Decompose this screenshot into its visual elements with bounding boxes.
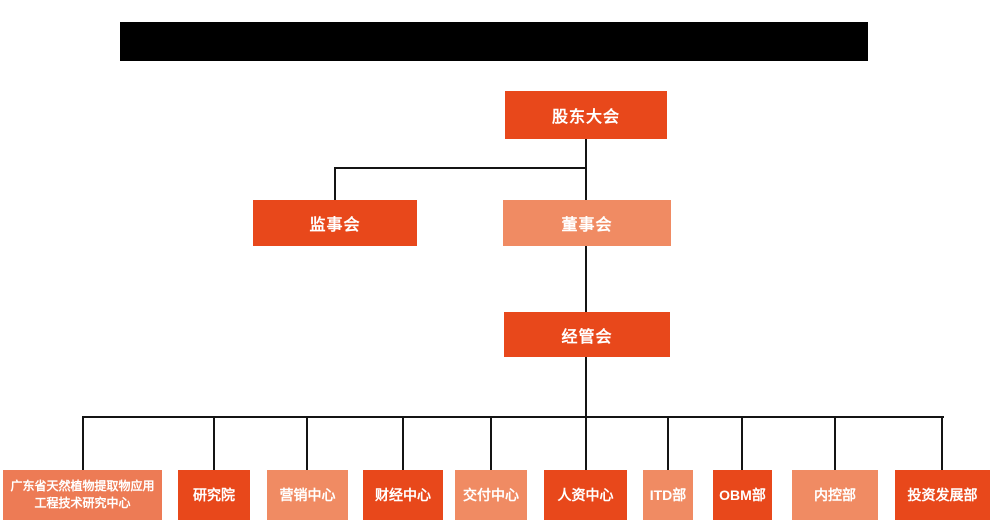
org-node-label: 研究院 [193,487,235,503]
org-node-label: 财经中心 [375,487,431,503]
connector-root-stem [585,139,587,200]
org-node-finance-center: 财经中心 [363,470,443,520]
org-node-label: 内控部 [814,487,856,503]
connector-drop-research-center [82,416,84,470]
org-node-obm-department: OBM部 [713,470,772,520]
connector-management-stem [585,357,587,470]
org-node-label: ITD部 [649,487,687,503]
org-node-guangdong-research-center: 广东省天然植物提取物应用工程技术研究中心 [3,470,162,520]
org-node-label: OBM部 [719,487,766,503]
org-node-delivery-center: 交付中心 [455,470,527,520]
org-node-research-institute: 研究院 [178,470,250,520]
org-node-label: 经管会 [561,328,613,346]
org-node-label: 董事会 [561,217,613,234]
connector-drop-investment [941,416,943,470]
org-node-label: 营销中心 [279,487,336,503]
org-node-marketing-center: 营销中心 [267,470,348,520]
org-node-management-committee: 经管会 [504,312,670,357]
org-node-supervisory-board: 监事会 [253,200,417,246]
org-node-board-of-directors: 董事会 [503,200,671,246]
connector-board-management [585,246,587,312]
org-node-label: 广东省天然植物提取物应用工程技术研究中心 [10,479,155,510]
org-node-hr-center: 人资中心 [544,470,627,520]
org-node-label: 交付中心 [463,487,519,503]
connector-drop-delivery [490,416,492,470]
connector-drop-marketing [306,416,308,470]
connector-drop-obm [741,416,743,470]
org-node-label: 人资中心 [557,487,614,503]
org-node-label: 监事会 [309,217,361,234]
connector-level2-horizontal [334,167,587,169]
connector-drop-internal-control [834,416,836,470]
org-node-label: 股东大会 [551,109,620,126]
connector-departments-bus [82,416,944,418]
connector-drop-itd [667,416,669,470]
title-banner [120,22,868,61]
connector-drop-research-institute [213,416,215,470]
org-node-internal-control-department: 内控部 [792,470,878,520]
org-node-shareholders-meeting: 股东大会 [505,91,667,139]
org-node-itd-department: ITD部 [643,470,693,520]
connector-supervisory-drop [334,167,336,200]
org-node-label: 投资发展部 [907,487,978,503]
connector-drop-finance [402,416,404,470]
org-node-investment-development-department: 投资发展部 [895,470,990,520]
